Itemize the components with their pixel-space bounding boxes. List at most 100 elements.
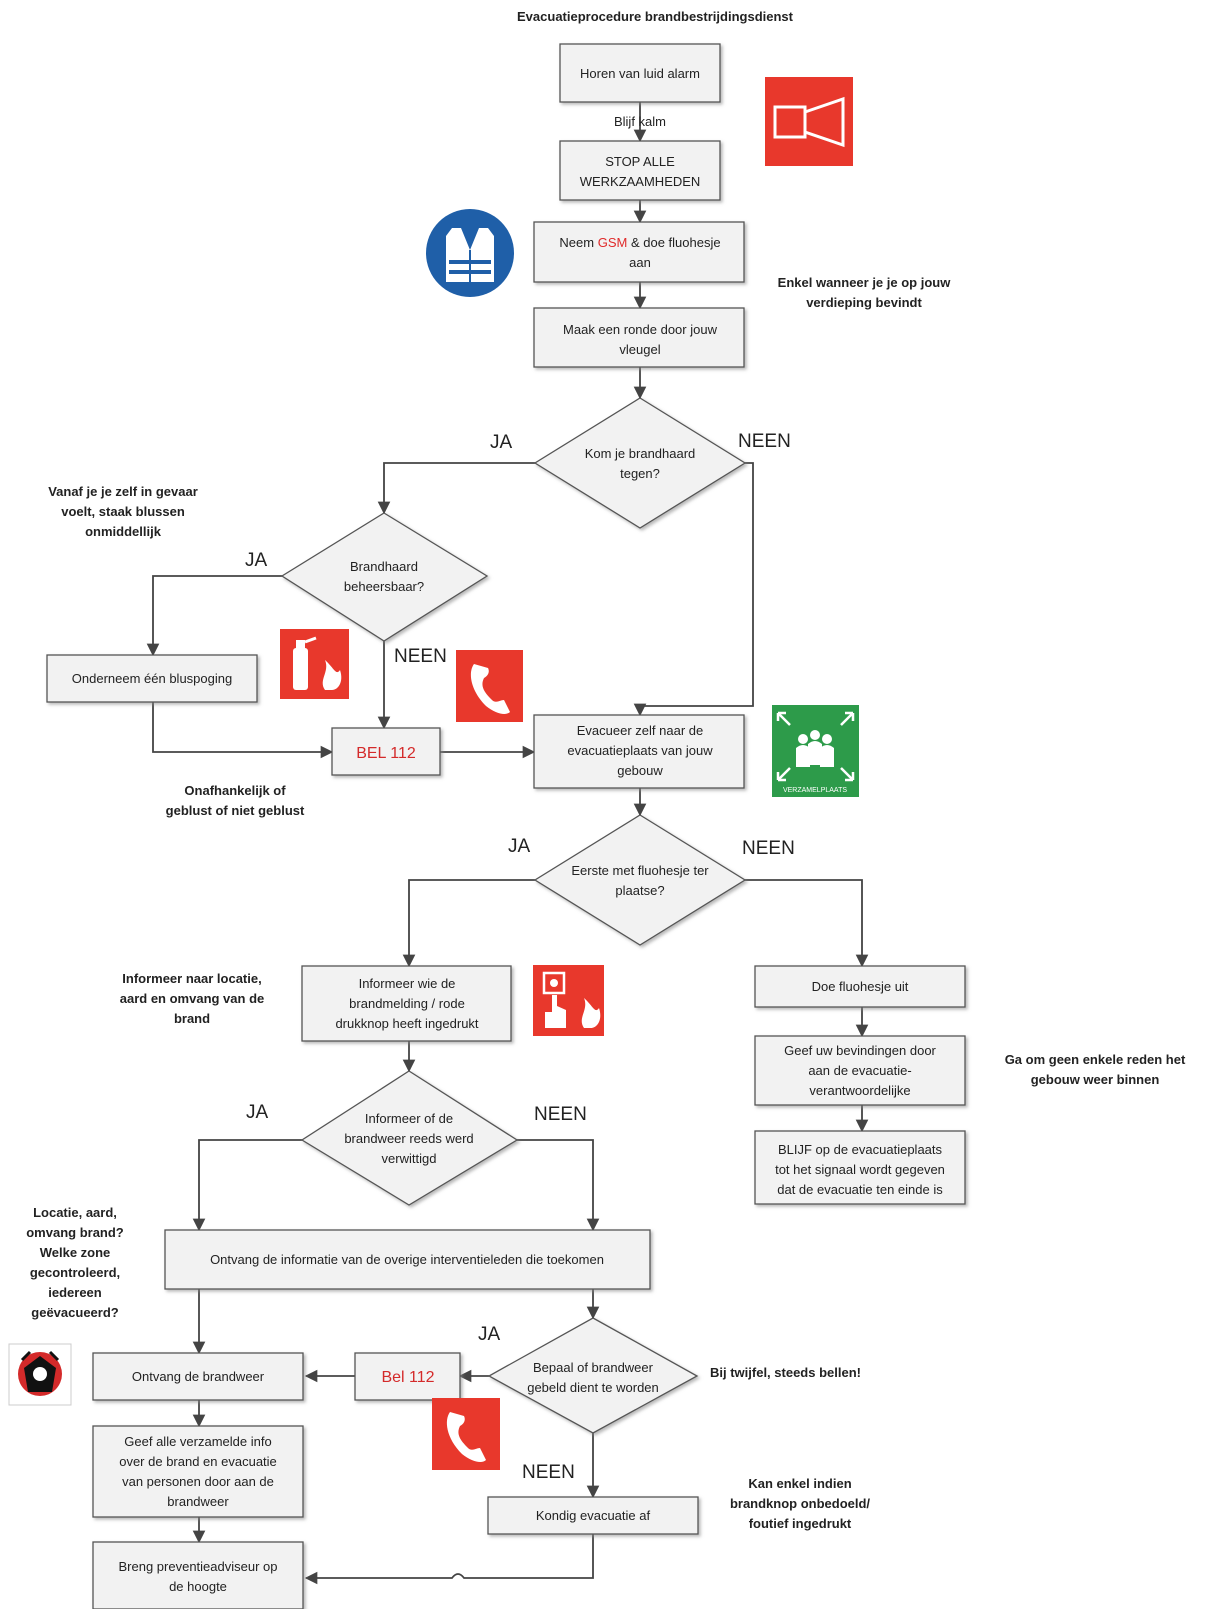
report-text-3: verantwoordelijke bbox=[809, 1083, 910, 1098]
evacuate-box bbox=[533, 714, 745, 789]
gsm-box bbox=[533, 221, 745, 283]
fire-q-text-2: tegen? bbox=[620, 466, 660, 481]
note-regardless-1: Onafhankelijk of bbox=[184, 783, 286, 798]
call-112-second-box bbox=[354, 1352, 461, 1401]
inform-who-box bbox=[301, 965, 512, 1042]
no-label-control: NEEN bbox=[394, 646, 447, 667]
note-reentry-2: gebouw weer binnen bbox=[1031, 1072, 1160, 1087]
receive-info-text: Ontvang de informatie van de overige int… bbox=[210, 1252, 604, 1267]
stop-box bbox=[559, 140, 721, 201]
round-text-2: vleugel bbox=[619, 342, 660, 357]
report-text-2: aan de evacuatie- bbox=[808, 1063, 911, 1078]
stop-text-1: STOP ALLE bbox=[605, 154, 675, 169]
assembly-point-label: VERZAMELPLAATS bbox=[783, 787, 847, 794]
stay-box bbox=[754, 1130, 966, 1205]
note-danger-3: onmiddellijk bbox=[85, 524, 162, 539]
controllable-diamond bbox=[280, 512, 489, 642]
gsm-text: Neem GSM & doe fluohesje bbox=[559, 235, 720, 250]
no-label-first: NEEN bbox=[742, 838, 795, 859]
extinguish-text: Onderneem één bluspoging bbox=[72, 671, 232, 686]
yes-label-first: JA bbox=[508, 836, 531, 857]
fire-brigade-logo-icon bbox=[8, 1343, 72, 1406]
note-reentry-1: Ga om geen enkele reden het bbox=[1005, 1052, 1186, 1067]
call-112-second-text: Bel 112 bbox=[381, 1369, 434, 1386]
note-check-6: geëvacueerd? bbox=[31, 1305, 118, 1320]
give-info-text-3: van personen door aan de bbox=[122, 1474, 274, 1489]
control-q-text-2: beheersbaar? bbox=[344, 579, 424, 594]
note-check-3: Welke zone bbox=[40, 1245, 111, 1260]
fire-found-diamond bbox=[533, 397, 747, 529]
emergency-phone-icon bbox=[456, 650, 523, 722]
advisor-text-1: Breng preventieadviseur op bbox=[119, 1559, 278, 1574]
control-q-text-1: Brandhaard bbox=[350, 559, 418, 574]
inform-who-text-2: brandmelding / rode bbox=[349, 996, 465, 1011]
vest-off-box bbox=[754, 965, 966, 1008]
brigade-notified-diamond bbox=[300, 1070, 519, 1206]
note-danger-1: Vanaf je je zelf in gevaar bbox=[48, 484, 198, 499]
page-title: Evacuatieprocedure brandbestrijdingsdien… bbox=[517, 9, 794, 24]
alarm-horn-icon bbox=[765, 77, 853, 166]
note-regardless-2: geblust of niet geblust bbox=[166, 803, 305, 818]
fire-alarm-call-point-icon bbox=[533, 965, 604, 1036]
inform-who-text-1: Informeer wie de bbox=[359, 976, 456, 991]
give-info-text-4: brandweer bbox=[167, 1494, 229, 1509]
evacuate-text-1: Evacueer zelf naar de bbox=[577, 723, 703, 738]
receive-brigade-box bbox=[92, 1352, 304, 1401]
note-check-2: omvang brand? bbox=[26, 1225, 124, 1240]
advisor-box bbox=[92, 1541, 304, 1609]
advisor-text-2: de hoogte bbox=[169, 1579, 227, 1594]
cancel-box bbox=[487, 1496, 699, 1535]
give-info-text-1: Geef alle verzamelde info bbox=[124, 1434, 271, 1449]
evacuate-text-2: evacuatieplaats van jouw bbox=[567, 743, 713, 758]
connectors bbox=[146, 102, 869, 1585]
alarm-text: Horen van luid alarm bbox=[580, 66, 700, 81]
decide-q-text-1: Bepaal of brandweer bbox=[533, 1360, 654, 1375]
fire-extinguisher-icon bbox=[280, 629, 349, 699]
yes-label-decide: JA bbox=[478, 1324, 501, 1345]
first-on-site-diamond bbox=[533, 814, 747, 946]
emergency-phone-icon bbox=[432, 1398, 500, 1470]
yes-label-brigade: JA bbox=[246, 1102, 269, 1123]
brigade-q-text-1: Informeer of de bbox=[365, 1111, 453, 1126]
note-floor-1: Enkel wanneer je je op jouw bbox=[778, 275, 952, 290]
give-info-text-2: over de brand en evacuatie bbox=[119, 1454, 277, 1469]
note-inform-3: brand bbox=[174, 1011, 210, 1026]
note-danger-2: voelt, staak blussen bbox=[61, 504, 185, 519]
stay-text-1: BLIJF op de evacuatieplaats bbox=[778, 1142, 943, 1157]
note-only-if-3: foutief ingedrukt bbox=[749, 1516, 852, 1531]
stop-text-2: WERKZAAMHEDEN bbox=[580, 174, 701, 189]
yes-label-control: JA bbox=[245, 550, 268, 571]
note-floor-2: verdieping bevindt bbox=[806, 295, 922, 310]
stay-text-3: dat de evacuatie ten einde is bbox=[777, 1182, 943, 1197]
calm-text: Blijf kalm bbox=[614, 114, 666, 129]
first-q-text-1: Eerste met fluohesje ter bbox=[571, 863, 709, 878]
no-label-brigade: NEEN bbox=[534, 1104, 587, 1125]
receive-info-box bbox=[164, 1229, 651, 1290]
call-112-box bbox=[331, 727, 441, 776]
inform-who-text-3: drukknop heeft ingedrukt bbox=[335, 1016, 478, 1031]
gsm-text-2: aan bbox=[629, 255, 651, 270]
call-brigade-diamond bbox=[487, 1317, 699, 1434]
report-box bbox=[754, 1035, 966, 1106]
no-label-fire: NEEN bbox=[738, 431, 791, 452]
give-info-box bbox=[92, 1425, 304, 1518]
safety-vest-icon bbox=[426, 209, 514, 297]
note-inform-1: Informeer naar locatie, bbox=[122, 971, 261, 986]
report-text-1: Geef uw bevindingen door bbox=[784, 1043, 936, 1058]
note-only-if-2: brandknop onbedoeld/ bbox=[730, 1496, 870, 1511]
receive-brigade-text: Ontvang de brandweer bbox=[132, 1369, 265, 1384]
note-check-1: Locatie, aard, bbox=[33, 1205, 117, 1220]
note-inform-2: aard en omvang van de bbox=[120, 991, 265, 1006]
brigade-q-text-3: verwittigd bbox=[382, 1151, 437, 1166]
note-doubt: Bij twijfel, steeds bellen! bbox=[710, 1365, 861, 1380]
evacuate-text-3: gebouw bbox=[617, 763, 663, 778]
decide-q-text-2: gebeld dient te worden bbox=[527, 1380, 659, 1395]
cancel-text: Kondig evacuatie af bbox=[536, 1508, 651, 1523]
first-q-text-2: plaatse? bbox=[615, 883, 664, 898]
brigade-q-text-2: brandweer reeds werd bbox=[344, 1131, 473, 1146]
round-text-1: Maak een ronde door jouw bbox=[563, 322, 718, 337]
extinguish-box bbox=[46, 654, 258, 703]
note-check-5: iedereen bbox=[48, 1285, 102, 1300]
note-only-if-1: Kan enkel indien bbox=[748, 1476, 851, 1491]
